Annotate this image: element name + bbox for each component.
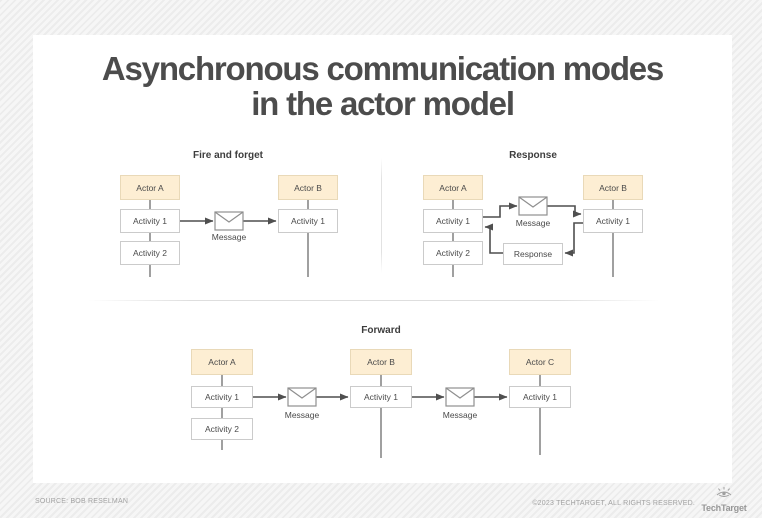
activity-box: Activity 2 <box>191 418 253 440</box>
activity-box: Activity 1 <box>120 209 180 233</box>
source-credit: SOURCE: BOB RESELMAN <box>35 498 129 505</box>
message-arrows <box>180 202 583 401</box>
message-envelope-icon <box>287 387 317 407</box>
message-envelope-icon <box>214 211 244 231</box>
message-label: Message <box>211 232 247 242</box>
main-title-line1: Asynchronous communication modes <box>101 50 664 87</box>
message-label: Message <box>284 410 320 420</box>
activity-box: Activity 1 <box>583 209 643 233</box>
activity-box: Activity 1 <box>350 386 412 408</box>
envelope-icons <box>214 196 548 407</box>
actor-box: Actor A <box>191 349 253 375</box>
activity-box: Activity 1 <box>509 386 571 408</box>
actor-box: Actor C <box>509 349 571 375</box>
main-title: Asynchronous communication modes in the … <box>33 51 732 121</box>
panel-title-forward: Forward <box>361 325 401 336</box>
activity-box: Activity 1 <box>423 209 483 233</box>
panel-title-fire-and-forget: Fire and forget <box>192 150 264 161</box>
activity-box: Activity 1 <box>278 209 338 233</box>
copyright-notice: ©2023 TECHTARGET, ALL RIGHTS RESERVED. <box>532 500 695 507</box>
actor-box: Actor A <box>120 175 180 200</box>
infographic-card: Asynchronous communication modes in the … <box>33 35 732 483</box>
actor-box: Actor A <box>423 175 483 200</box>
response-box: Response <box>503 243 563 265</box>
actor-box: Actor B <box>350 349 412 375</box>
message-label: Message <box>442 410 478 420</box>
horizontal-divider <box>88 300 660 301</box>
activity-box: Activity 2 <box>120 241 180 265</box>
activity-box: Activity 1 <box>191 386 253 408</box>
panel-title-response: Response <box>509 150 557 161</box>
eye-icon <box>716 487 732 497</box>
techtarget-wordmark: TechTarget <box>701 503 747 513</box>
actor-box: Actor B <box>278 175 338 200</box>
main-title-line2: in the actor model <box>251 85 515 122</box>
techtarget-logo: TechTarget <box>699 484 749 513</box>
vertical-divider <box>381 158 382 273</box>
message-envelope-icon <box>445 387 475 407</box>
message-label: Message <box>515 218 551 228</box>
actor-box: Actor B <box>583 175 643 200</box>
message-envelope-icon <box>518 196 548 216</box>
activity-box: Activity 2 <box>423 241 483 265</box>
